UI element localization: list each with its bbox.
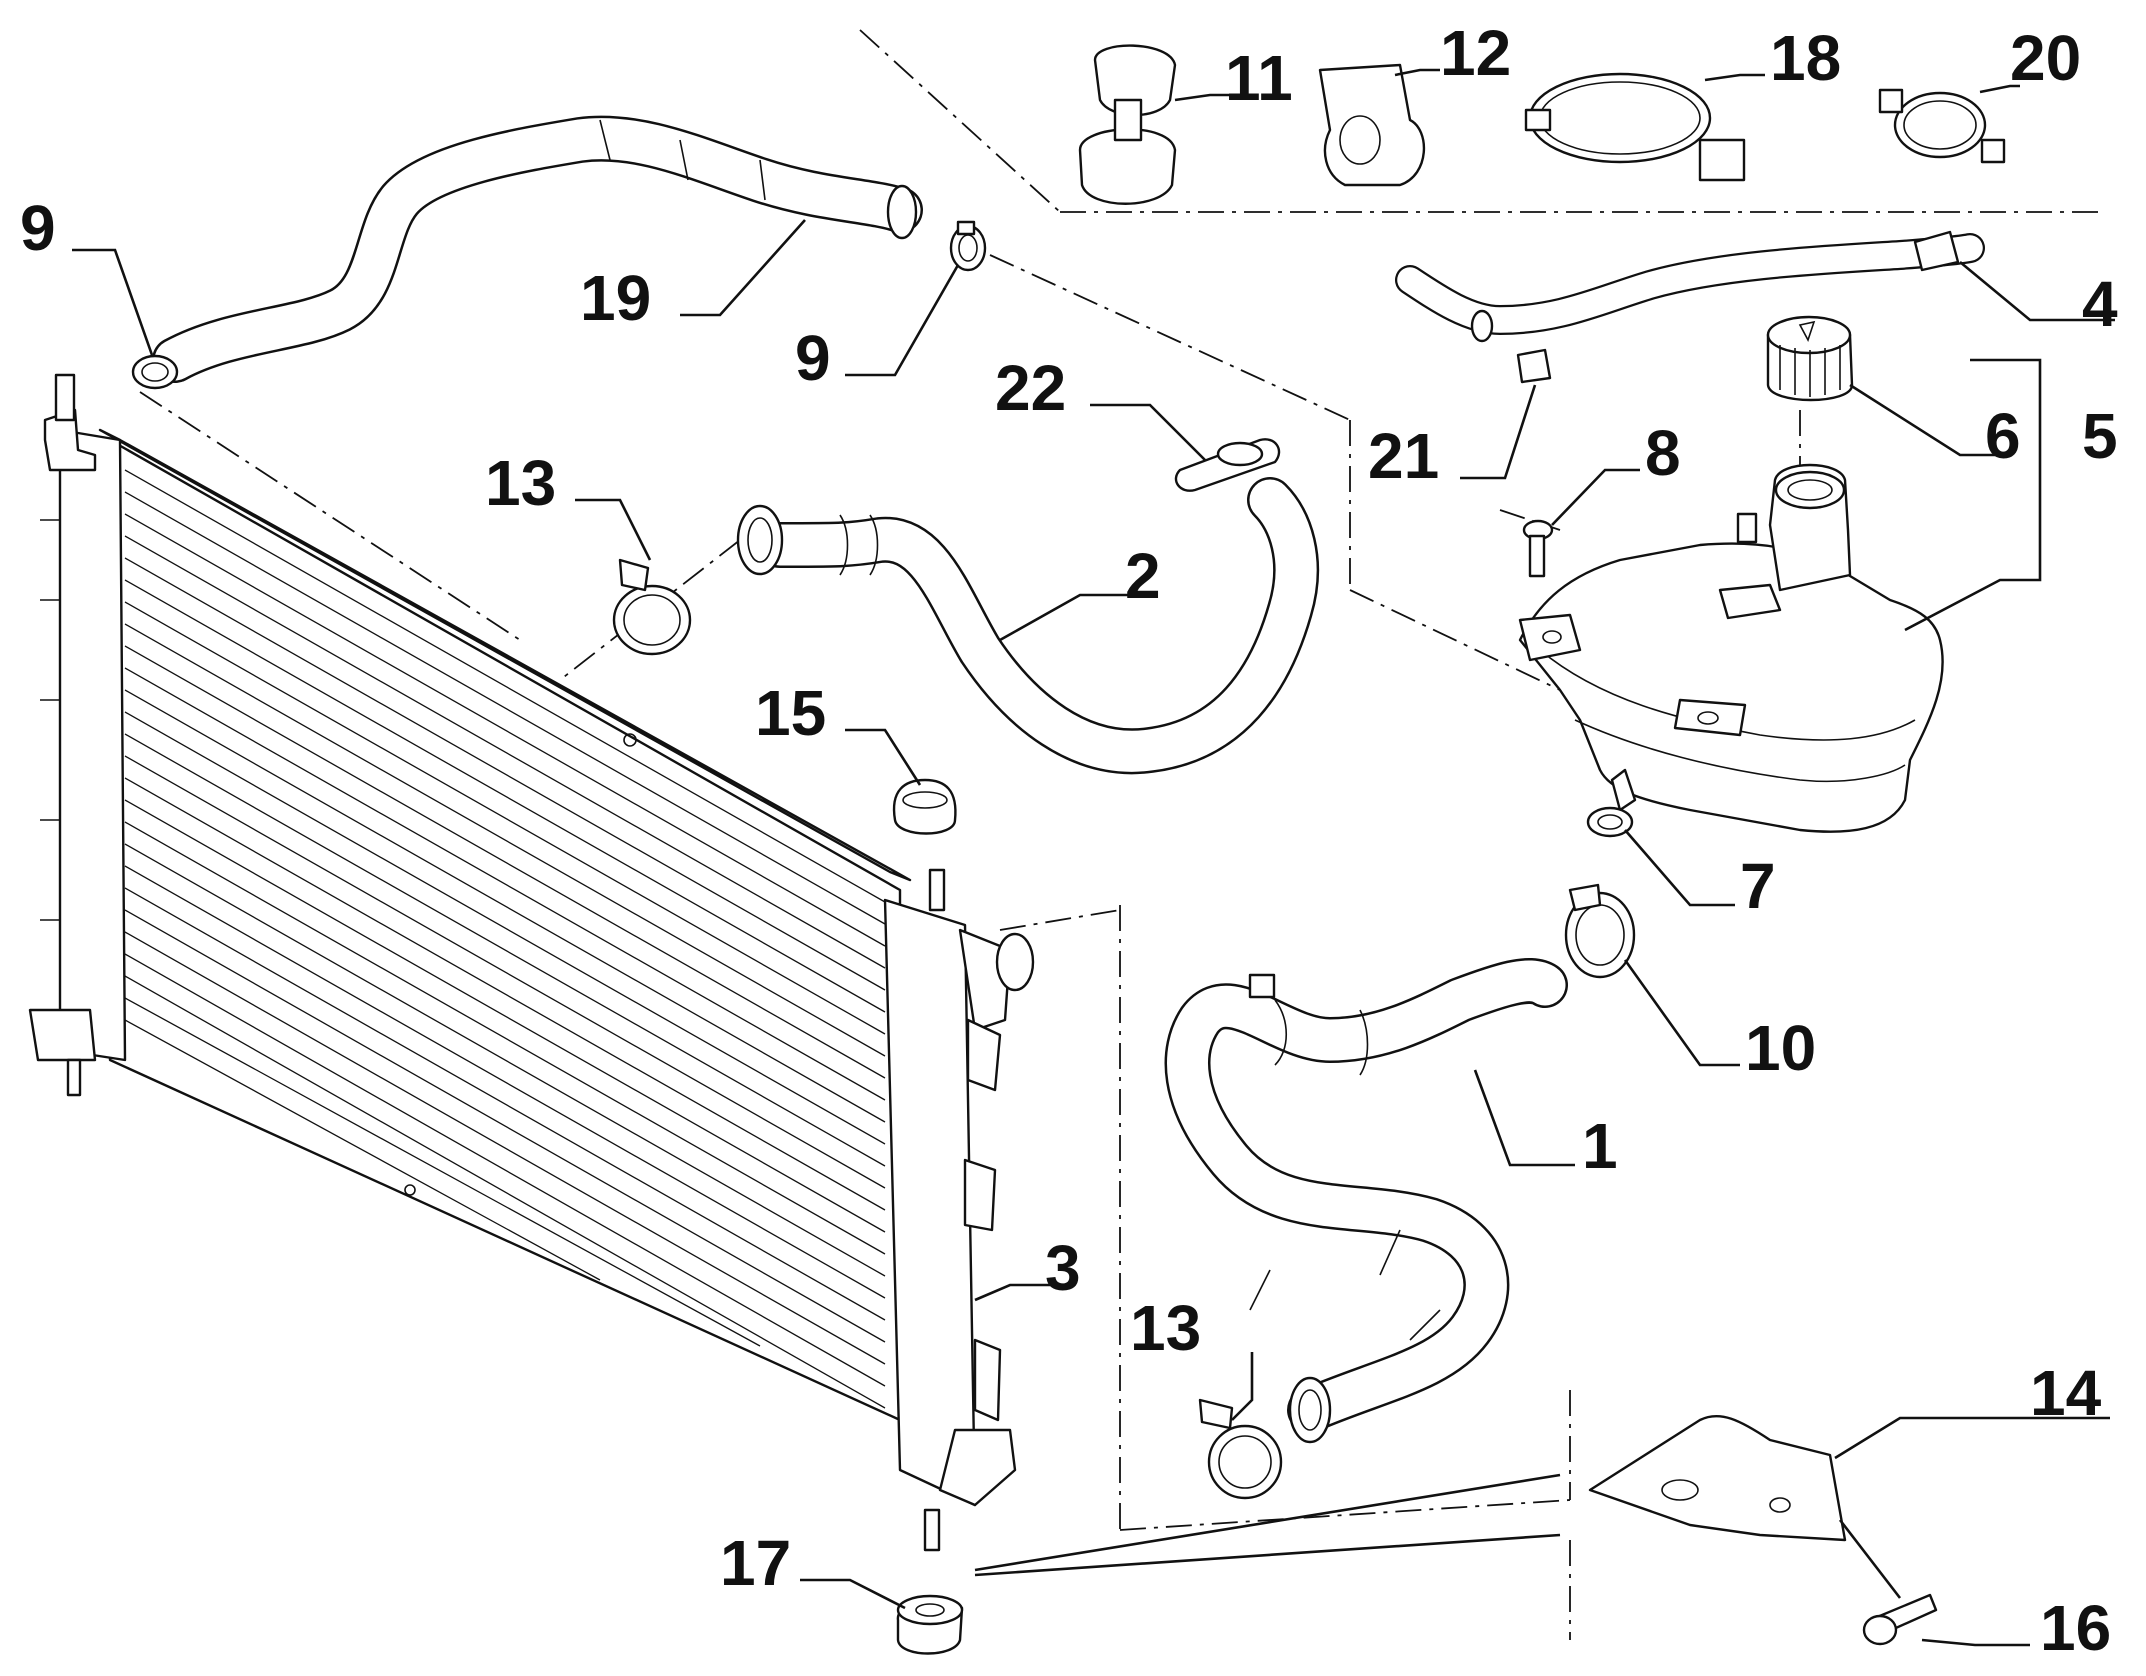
callout-9-right: 9 <box>795 322 831 394</box>
callout-5: 5 <box>2082 400 2118 472</box>
hose-1 <box>1164 958 1568 1444</box>
cap-7 <box>1586 806 1634 838</box>
radiator <box>28 373 1035 1552</box>
callout-7: 7 <box>1740 850 1776 922</box>
callout-2: 2 <box>1125 540 1161 612</box>
bracket-14 <box>1588 1414 1847 1542</box>
callout-15: 15 <box>755 677 826 749</box>
clamp-13-upper <box>612 558 692 656</box>
callout-18: 18 <box>1770 22 1841 94</box>
clamp-10 <box>1564 883 1636 979</box>
callout-12: 12 <box>1440 17 1511 89</box>
callout-labels: 1 2 3 4 5 6 7 8 9 9 10 11 12 13 13 14 15… <box>20 17 2118 1664</box>
bolt-16 <box>1862 1593 1938 1646</box>
callout-3: 3 <box>1045 1232 1081 1304</box>
callout-22: 22 <box>995 352 1066 424</box>
callout-9-left: 9 <box>20 192 56 264</box>
callout-20: 20 <box>2010 22 2081 94</box>
callout-16: 16 <box>2040 1592 2111 1664</box>
callout-1: 1 <box>1582 1110 1618 1182</box>
callout-11: 11 <box>1225 42 1293 114</box>
clamp-12 <box>1318 63 1425 187</box>
clip-21 <box>1516 348 1552 384</box>
callout-13-lower: 13 <box>1130 1292 1201 1364</box>
callout-14: 14 <box>2030 1357 2102 1429</box>
clamp-18 <box>1524 72 1746 182</box>
leader-lines <box>72 68 2115 1647</box>
callout-8: 8 <box>1645 417 1681 489</box>
clamp-13-lower <box>1198 1398 1283 1500</box>
callout-21: 21 <box>1368 420 1439 492</box>
callout-17: 17 <box>720 1527 791 1599</box>
clamp-9-left <box>131 354 179 390</box>
clamp-9-right <box>949 220 987 272</box>
cap-15 <box>892 778 957 835</box>
callout-13-upper: 13 <box>485 447 556 519</box>
hose-2 <box>736 477 1320 775</box>
hose-19 <box>152 115 923 383</box>
callout-6: 6 <box>1985 400 2021 472</box>
radiator-core-fins <box>124 469 886 1409</box>
callout-19: 19 <box>580 262 651 334</box>
pressure-cap-6 <box>1766 315 1854 402</box>
grommet-17 <box>896 1594 964 1655</box>
expansion-tank <box>1518 463 1944 833</box>
clamp-11 <box>1078 44 1177 205</box>
clip-22 <box>1174 438 1281 492</box>
callout-10: 10 <box>1745 1012 1816 1084</box>
clamp-20 <box>1878 88 2006 164</box>
hose-4 <box>1395 230 1985 343</box>
bolt-8 <box>1522 519 1554 578</box>
callout-4: 4 <box>2082 268 2118 340</box>
